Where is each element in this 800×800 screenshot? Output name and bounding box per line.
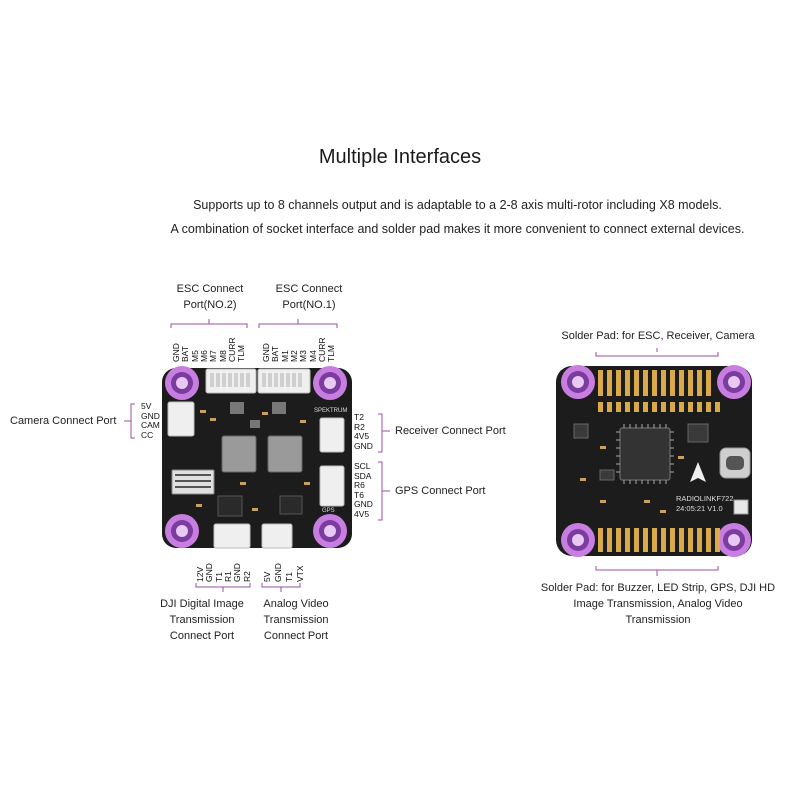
bracket-bottom-solder: [595, 566, 719, 576]
description-line-1: Supports up to 8 channels output and is …: [193, 198, 722, 212]
dji-pin-5: R2: [241, 571, 252, 582]
right-board: [556, 365, 752, 557]
analog-pin-2: T1: [284, 572, 294, 582]
bracket-camera: [124, 403, 135, 439]
analog-pin-3: VTX: [295, 565, 305, 582]
dji-label: DJI Digital Image Transmission Connect P…: [160, 598, 244, 642]
boot-button: [733, 499, 749, 515]
right-mount-pad-br: [717, 523, 751, 557]
bottom-solder-label: Solder Pad: for Buzzer, LED Strip, GPS, …: [540, 582, 776, 626]
silk-gps: GPS: [322, 508, 335, 514]
silk-model: RADIOLINKF722: [676, 494, 734, 503]
left-mount-pad-br: [313, 514, 347, 548]
receiver-connector: [319, 417, 345, 453]
esc1-pin-7: TLM: [326, 345, 337, 362]
receiver-label: Receiver Connect Port: [395, 425, 506, 437]
page-title: Multiple Interfaces: [318, 146, 482, 168]
top-solder-label: Solder Pad: for ESC, Receiver, Camera: [561, 330, 755, 342]
bottom-solder-pads: [598, 528, 720, 552]
dji-pin-4: GND: [232, 563, 243, 582]
left-board: [162, 366, 352, 549]
bracket-receiver: [378, 413, 390, 453]
bracket-esc1: [258, 319, 338, 328]
analog-pin-1: GND: [273, 563, 283, 582]
analog-connector: [261, 523, 293, 549]
right-mount-pad-bl: [561, 523, 595, 557]
gps-connector: [319, 465, 345, 507]
silk-version: 24:05:21 V1.0: [676, 504, 723, 513]
mcu-chip: [619, 427, 671, 481]
description-line-2: A combination of socket interface and so…: [170, 222, 745, 236]
right-mount-pad-tr: [717, 365, 751, 399]
left-mount-pad-bl: [165, 514, 199, 548]
gps-pins: SCL SDA R6 T6 GND 4V5: [354, 461, 373, 519]
esc1-pin-4: M3: [298, 350, 309, 362]
dji-pin-1: GND: [204, 563, 215, 582]
esc2-pin-1: BAT: [180, 346, 191, 362]
esc1-label: ESC Connect Port(NO.1): [275, 283, 343, 311]
analog-label: Analog Video Transmission Connect Port: [263, 598, 329, 642]
camera-label: Camera Connect Port: [10, 415, 117, 427]
left-mount-pad-tr: [313, 366, 347, 400]
esc1-pin-1: BAT: [270, 346, 281, 362]
bracket-gps: [378, 461, 390, 521]
receiver-pins: T2 R2 4V5 GND: [354, 412, 373, 451]
bracket-analog: [261, 583, 301, 592]
bracket-dji: [195, 583, 251, 592]
analog-pin-0: 5V: [262, 571, 272, 582]
esc2-label: ESC Connect Port(NO.2): [176, 283, 244, 311]
camera-pins: 5V GND CAM CC: [141, 401, 160, 440]
esc2-pin-7: TLM: [236, 345, 247, 362]
left-mount-pad-tl: [165, 366, 199, 400]
right-mount-pad-tl: [561, 365, 595, 399]
esc2-pin-4: M7: [208, 350, 219, 362]
arrow-logo-icon: [690, 462, 706, 482]
dji-connector: [213, 523, 251, 549]
top-solder-pads: [598, 370, 720, 412]
silk-spektrum: SPEKTRUM: [314, 408, 347, 414]
esc2-pin-5: M8: [217, 350, 228, 362]
bracket-top-solder: [595, 348, 719, 357]
gps-label: GPS Connect Port: [395, 485, 486, 497]
camera-connector: [167, 401, 195, 437]
bracket-esc2: [170, 319, 248, 328]
esc1-pin-5: M4: [307, 350, 318, 362]
